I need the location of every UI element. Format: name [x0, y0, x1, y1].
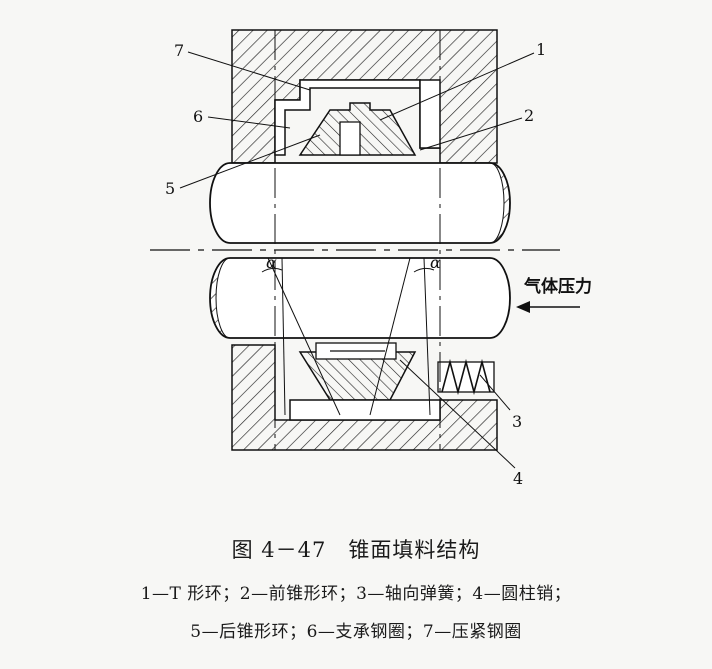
callout-6: 6: [193, 107, 203, 126]
figure-caption-title: 图 4－47 锥面填料结构: [0, 534, 712, 564]
gas-pressure-arrow: [516, 301, 580, 313]
legend-line-1: 1—T 形环；2—前锥形环；3—轴向弹簧；4—圆柱销；: [140, 584, 572, 604]
figure-title: 锥面填料结构: [348, 538, 481, 562]
callout-4: 4: [513, 469, 523, 488]
cone-rings-bottom: [289, 342, 441, 421]
leader-lines: [179, 51, 535, 469]
callout-5: 5: [165, 179, 175, 198]
callout-3: 3: [512, 412, 522, 431]
alpha-right: α: [430, 253, 441, 272]
figure-number: 图 4－47: [231, 538, 327, 562]
gas-pressure-label: 气体压力: [523, 276, 592, 297]
cone-packing-drawing: 1 2 3 4 5 6 7 α α 气体压力: [150, 29, 592, 488]
callout-7: 7: [174, 41, 184, 60]
shaft: [209, 162, 511, 339]
cone-angle-lines: [261, 257, 435, 416]
cone-rings-top: [298, 102, 417, 156]
callout-2: 2: [524, 106, 534, 125]
legend-line-2: 5—后锥形环；6—支承钢圈；7—压紧钢圈: [190, 622, 522, 642]
callout-1: 1: [536, 40, 546, 59]
alpha-left: α: [266, 253, 277, 272]
axial-spring: [437, 358, 495, 396]
